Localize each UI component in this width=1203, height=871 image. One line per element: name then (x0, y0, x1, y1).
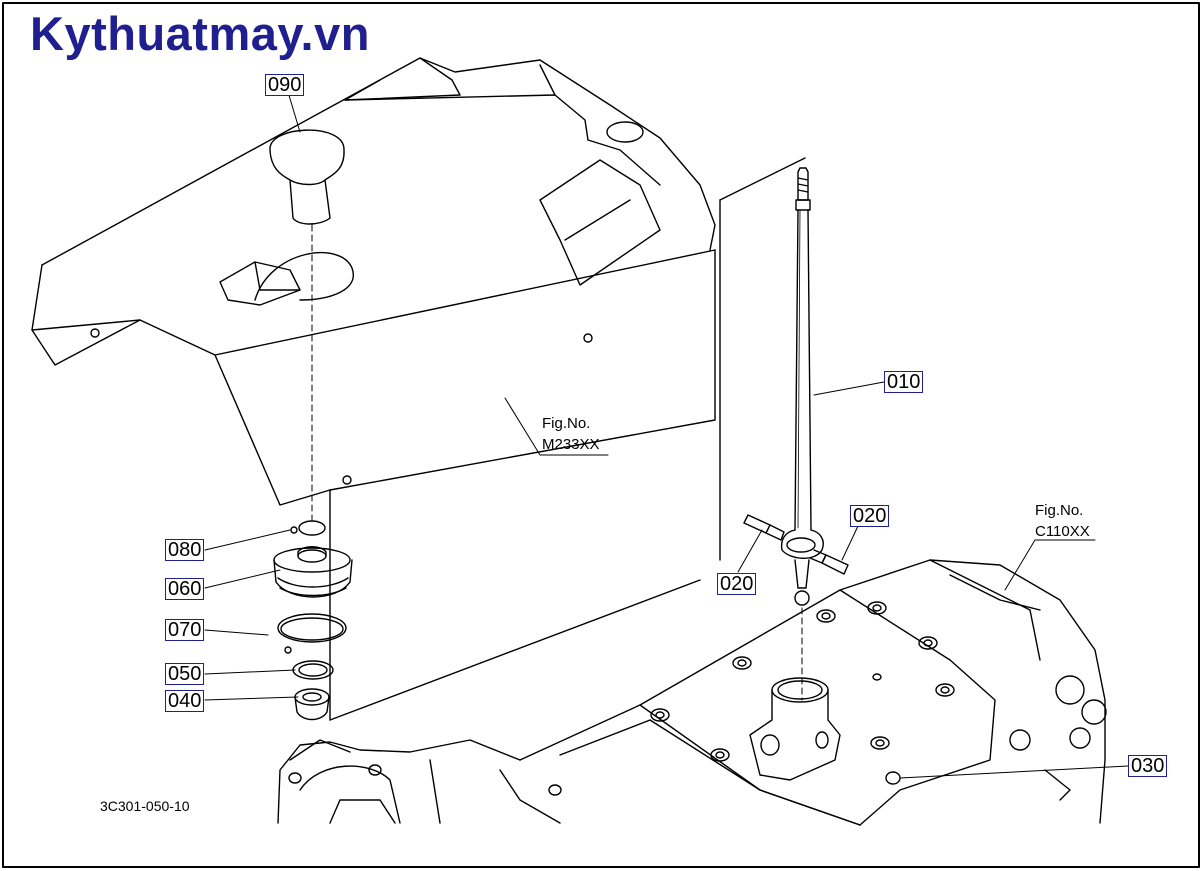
figref-cover-line2: M233XX (542, 436, 600, 453)
bolt-020-left (743, 514, 785, 541)
callout-030[interactable]: 030 (1128, 755, 1168, 777)
leader-lines (204, 91, 1129, 779)
cover-hole (606, 121, 644, 143)
site-watermark: Kythuatmay.vn (30, 7, 370, 60)
callout-020-left[interactable]: 020 (717, 573, 757, 595)
callout-050[interactable]: 050 (165, 663, 205, 685)
document-id: 3C301-050-10 (100, 798, 190, 814)
figref-cover-line1: Fig.No. (542, 415, 591, 432)
snap-ring-070 (277, 613, 347, 643)
bolt-020-right (809, 549, 849, 575)
callout-080[interactable]: 080 (165, 539, 205, 561)
bush-040 (294, 688, 330, 721)
section-plane (329, 157, 806, 721)
shift-knob (269, 129, 345, 225)
figref-transmission-line1: Fig.No. (1035, 502, 1084, 519)
cover-panel (31, 57, 716, 506)
shift-rod (780, 167, 824, 606)
callout-060[interactable]: 060 (165, 578, 205, 600)
callout-010[interactable]: 010 (884, 371, 924, 393)
figref-transmission-line2: C110XX (1035, 523, 1090, 540)
left-housing (277, 739, 562, 824)
o-ring-080 (298, 520, 326, 536)
transmission-housing (519, 559, 1107, 826)
callout-070[interactable]: 070 (165, 619, 205, 641)
callout-020-right[interactable]: 020 (850, 505, 890, 527)
callout-040[interactable]: 040 (165, 690, 205, 712)
cap-060 (273, 546, 353, 598)
callout-090[interactable]: 090 (265, 74, 305, 96)
